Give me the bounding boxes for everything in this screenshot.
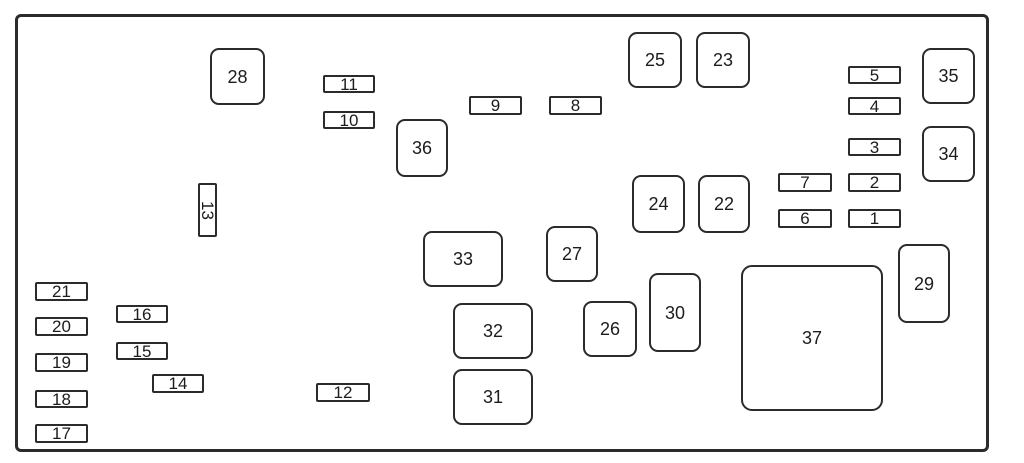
fuse-16-label: 16 xyxy=(132,304,152,324)
fuse-20-label: 20 xyxy=(52,317,71,336)
fuse-21-label: 21 xyxy=(52,282,71,301)
fuse-4-label: 4 xyxy=(869,96,880,116)
fuse-19: 19 xyxy=(35,353,88,372)
fuse-6-label: 6 xyxy=(800,209,810,228)
relay-25: 25 xyxy=(628,32,682,88)
fuse-11: 11 xyxy=(323,75,375,93)
relay-35-label: 35 xyxy=(938,66,959,86)
fuse-1: 1 xyxy=(848,209,901,228)
relay-36-label: 36 xyxy=(411,138,433,158)
relay-35: 35 xyxy=(922,48,975,104)
relay-31: 31 xyxy=(453,369,533,425)
relay-27-label: 27 xyxy=(561,244,583,264)
relay-28-label: 28 xyxy=(227,66,248,87)
relay-24-label: 24 xyxy=(648,194,669,214)
fuse-18: 18 xyxy=(35,390,88,408)
fuse-9: 9 xyxy=(469,96,522,115)
relay-33-label: 33 xyxy=(452,249,474,269)
relay-34: 34 xyxy=(922,126,975,182)
fuse-21: 21 xyxy=(35,282,88,301)
fuse-3: 3 xyxy=(848,138,901,156)
fuse-17: 17 xyxy=(35,424,88,443)
fuse-10-label: 10 xyxy=(339,110,359,130)
relay-37-label: 37 xyxy=(801,328,823,348)
fuse-7-label: 7 xyxy=(800,173,810,192)
relay-29: 29 xyxy=(898,244,950,323)
fuse-5-label: 5 xyxy=(869,65,880,85)
fuse-17-label: 17 xyxy=(52,424,71,443)
fuse-9-label: 9 xyxy=(490,96,501,115)
fuse-10: 10 xyxy=(323,111,375,129)
relay-33: 33 xyxy=(423,231,503,287)
relay-22: 22 xyxy=(698,175,750,233)
fuse-3-label: 3 xyxy=(869,137,880,157)
fuse-2: 2 xyxy=(848,173,901,192)
relay-36: 36 xyxy=(396,119,448,177)
fuse-4: 4 xyxy=(848,97,901,115)
fuse-13-label: 13 xyxy=(198,200,218,220)
relay-22-label: 22 xyxy=(713,194,735,214)
relay-26-label: 26 xyxy=(599,319,621,339)
relay-26: 26 xyxy=(583,301,637,357)
relay-24: 24 xyxy=(632,175,685,233)
relay-32-label: 32 xyxy=(482,321,504,341)
relay-34-label: 34 xyxy=(938,144,959,164)
fuse-19-label: 19 xyxy=(52,353,71,372)
fuse-11-label: 11 xyxy=(340,74,358,94)
fuse-12: 12 xyxy=(316,383,370,402)
relay-28: 28 xyxy=(210,48,265,105)
relay-23-label: 23 xyxy=(712,50,734,70)
fuse-1-label: 1 xyxy=(869,209,880,228)
relay-27: 27 xyxy=(546,226,598,282)
fuse-6: 6 xyxy=(778,209,832,228)
relay-29-label: 29 xyxy=(913,273,935,294)
fuse-15: 15 xyxy=(116,342,168,360)
fuse-12-label: 12 xyxy=(333,383,353,402)
fuse-14: 14 xyxy=(152,374,204,393)
fuse-7: 7 xyxy=(778,173,832,192)
relay-32: 32 xyxy=(453,303,533,359)
relay-30-label: 30 xyxy=(664,302,686,323)
fuse-14-label: 14 xyxy=(168,374,188,393)
fuse-13: 13 xyxy=(198,183,217,237)
fuse-18-label: 18 xyxy=(52,389,71,409)
fuse-20: 20 xyxy=(35,317,88,336)
relay-31-label: 31 xyxy=(482,387,504,407)
fuse-8-label: 8 xyxy=(570,96,581,115)
fuse-2-label: 2 xyxy=(869,173,880,192)
fuse-5: 5 xyxy=(848,66,901,84)
relay-23: 23 xyxy=(696,32,750,88)
fuse-15-label: 15 xyxy=(132,341,152,361)
fuse-16: 16 xyxy=(116,305,168,323)
fuse-8: 8 xyxy=(549,96,602,115)
relay-37: 37 xyxy=(741,265,883,411)
relay-30: 30 xyxy=(649,273,701,352)
relay-25-label: 25 xyxy=(644,50,666,70)
